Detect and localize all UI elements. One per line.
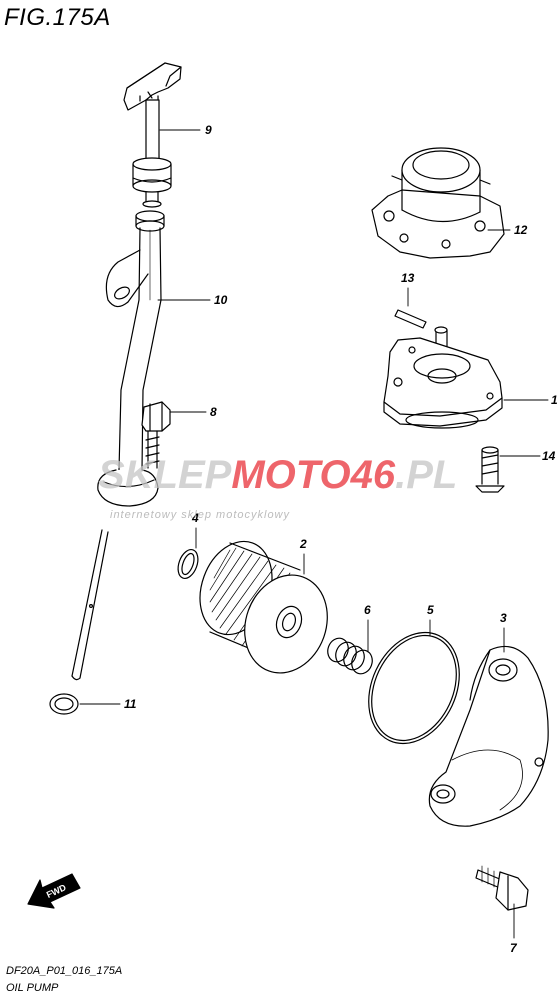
figure-title: FIG.175A <box>4 4 111 31</box>
part-5-gasket-ring <box>368 631 460 745</box>
watermark-moto: MOTO <box>231 453 350 497</box>
watermark-sklep: SKLEP <box>98 453 232 497</box>
part-3-filter-cap <box>428 645 549 827</box>
callout-11: 11 <box>124 697 137 711</box>
part-8-bolt <box>141 401 171 469</box>
part-11-o-ring <box>49 693 79 715</box>
watermark-pl: .PL <box>395 453 457 497</box>
part-14-screw <box>475 446 505 493</box>
figure-name: OIL PUMP <box>6 982 59 994</box>
watermark-46: 46 <box>350 453 396 497</box>
watermark-subtitle: internetowy sklep motocyklowy <box>110 509 291 521</box>
svg-text:SKLEPMOTO46.PL: SKLEPMOTO46.PL <box>98 453 457 497</box>
part-6-spring <box>327 637 373 675</box>
callout-6: 6 <box>364 603 371 617</box>
callout-5: 5 <box>427 603 434 617</box>
part-10-filler-tube <box>71 210 165 681</box>
part-4-o-ring <box>177 548 199 580</box>
part-2-oil-filter <box>199 540 328 674</box>
callout-10: 10 <box>214 293 228 307</box>
part-12-pump-cover <box>371 147 505 259</box>
part-13-pin <box>394 309 427 329</box>
fwd-direction-arrow: FWD <box>27 873 81 909</box>
watermark: SKLEPMOTO46.PL internetowy sklep motocyk… <box>98 453 457 521</box>
part-1-pump-body <box>383 326 503 429</box>
callout-12: 12 <box>514 223 528 237</box>
leader-lines <box>79 129 549 939</box>
callout-8: 8 <box>210 405 217 419</box>
part-7-flange-bolt <box>475 865 529 911</box>
callout-1: 1 <box>551 393 558 407</box>
part-9-dipstick-handle <box>123 62 182 208</box>
callout-13: 13 <box>401 271 415 285</box>
figure-code: DF20A_P01_016_175A <box>6 965 123 977</box>
callout-2: 2 <box>299 537 307 551</box>
callout-14: 14 <box>542 449 556 463</box>
callout-4: 4 <box>191 511 199 525</box>
callout-3: 3 <box>500 611 507 625</box>
callout-9: 9 <box>205 123 212 137</box>
callout-7: 7 <box>510 941 518 955</box>
callout-numbers: 9 10 8 11 12 13 1 14 4 2 6 5 3 7 <box>124 123 558 955</box>
